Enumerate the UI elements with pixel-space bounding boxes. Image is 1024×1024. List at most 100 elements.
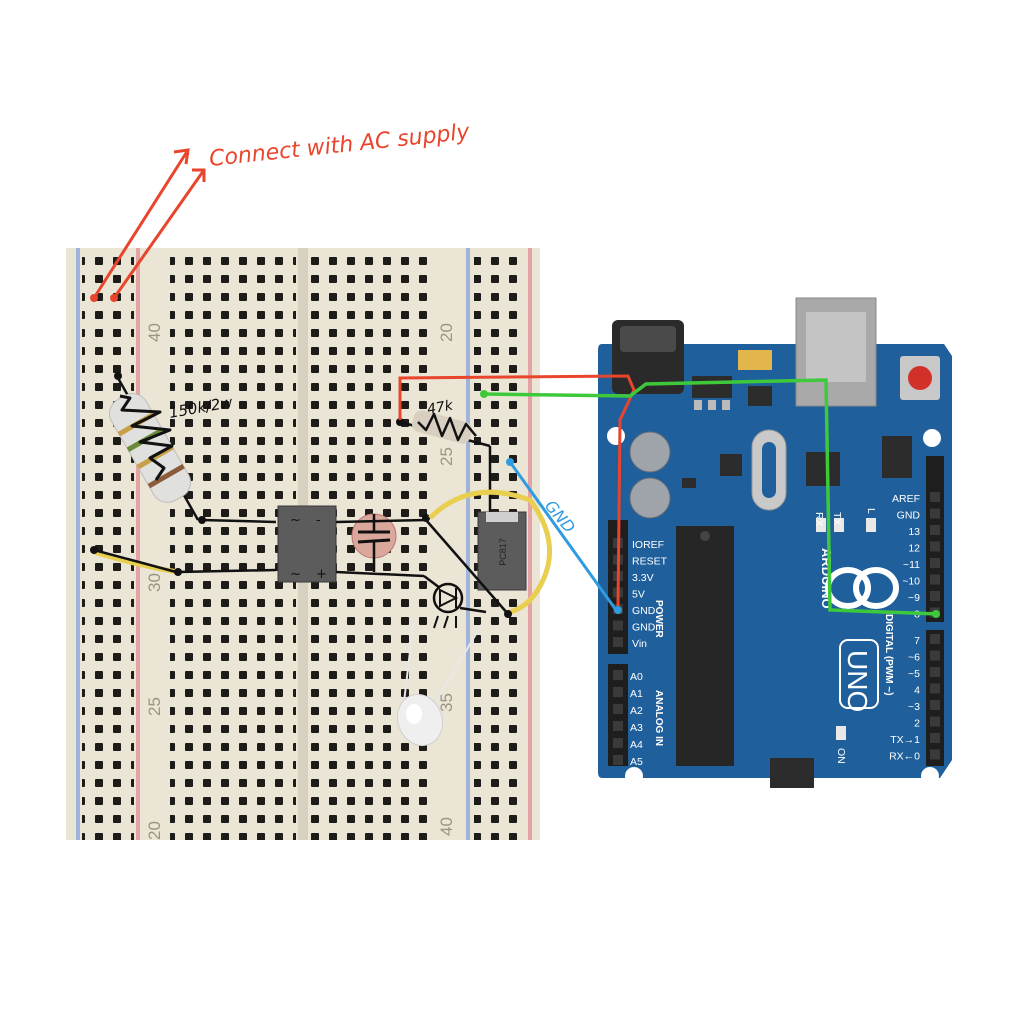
pin-label: A0	[630, 671, 643, 683]
svg-text:~: ~	[290, 513, 301, 528]
rail-stripe-blue-left	[76, 248, 80, 840]
rx-label: RX	[813, 512, 825, 527]
wire-end	[614, 606, 622, 614]
pin-label: A5	[630, 756, 643, 768]
wire-end	[174, 568, 182, 576]
atmega328-chip	[676, 526, 734, 766]
on-led	[836, 726, 846, 740]
svg-text:+: +	[316, 567, 327, 582]
rail-stripe-red-left	[136, 248, 140, 840]
pin-label: RESET	[632, 556, 668, 568]
gnd-wire	[508, 461, 618, 611]
left-power-rail	[82, 248, 134, 840]
pin-label: 12	[908, 543, 920, 555]
model-label: UNO	[842, 650, 873, 712]
header-pin-socket[interactable]	[930, 558, 940, 568]
pin-label: ~3	[908, 701, 920, 713]
mount-hole	[607, 427, 625, 445]
pin-label: ~10	[902, 576, 920, 588]
signal-wire	[483, 378, 939, 616]
wire-end	[506, 458, 514, 466]
header-pin-socket[interactable]	[613, 670, 623, 680]
pin-label: 4	[914, 685, 920, 697]
barrel-jack-top	[620, 326, 676, 352]
wire	[177, 568, 277, 574]
header-pin-socket[interactable]	[930, 541, 940, 552]
header-pin-socket[interactable]	[930, 525, 940, 535]
row-number: 35	[437, 693, 456, 712]
header-pin-socket[interactable]	[613, 704, 623, 714]
small-chip	[748, 386, 772, 406]
resistor-150k	[109, 372, 206, 524]
resistor-47k	[396, 410, 492, 514]
reset-button-cap[interactable]	[908, 366, 932, 390]
row-number: 20	[437, 323, 456, 342]
mount-hole	[625, 767, 643, 785]
chip-pin	[722, 400, 730, 410]
header-pin-socket[interactable]	[930, 683, 940, 694]
header-pin-socket[interactable]	[613, 721, 623, 731]
wire-end	[504, 610, 512, 618]
pin-label: A3	[630, 722, 643, 734]
svg-text:-: -	[316, 513, 321, 528]
wire	[93, 548, 177, 574]
header-pin-socket[interactable]	[930, 700, 940, 710]
optocoupler: PC817	[477, 511, 527, 591]
pin-label: 7	[914, 635, 920, 647]
header-pin-socket[interactable]	[613, 620, 623, 631]
header-pin-socket[interactable]	[613, 687, 623, 697]
wire	[335, 518, 427, 524]
header-pin-socket[interactable]	[930, 574, 940, 585]
row-number: 25	[145, 697, 164, 716]
pin-label: Vin	[632, 638, 647, 650]
pin-label: GND	[632, 622, 656, 634]
led-clear	[396, 617, 483, 747]
pin-label: 13	[908, 526, 920, 538]
pin-label: 2	[914, 718, 920, 730]
pin-label: A4	[630, 739, 643, 751]
header-pin-socket[interactable]	[613, 738, 623, 748]
crystal-inner	[762, 442, 776, 498]
capacitor	[629, 431, 671, 473]
pin-label: GND	[897, 510, 921, 522]
mount-hole	[921, 767, 939, 785]
mount-hole	[923, 429, 941, 447]
tx-label: TX	[831, 512, 843, 525]
pin-label: A2	[630, 705, 643, 717]
regulator-chip	[692, 376, 732, 398]
optocoupler-marking: PC817	[498, 538, 508, 566]
row-number: 40	[145, 323, 164, 342]
rail-stripe-blue-right	[466, 248, 470, 840]
header-pin-socket[interactable]	[930, 733, 940, 743]
left-terminal-strip	[170, 248, 296, 840]
usb-port-face	[806, 312, 866, 382]
pin-label: TX→1	[890, 734, 920, 746]
header-pin-socket[interactable]	[930, 667, 940, 677]
capacitor	[629, 477, 671, 519]
on-label: ON	[835, 748, 847, 764]
icsp-header	[882, 436, 912, 478]
header-pin-socket[interactable]	[930, 634, 940, 644]
header-pin-socket[interactable]	[930, 591, 940, 601]
pin-label: 5V	[632, 589, 645, 601]
pin-label: 3.3V	[632, 572, 654, 584]
header-pin-socket[interactable]	[930, 716, 940, 727]
header-pin-socket[interactable]	[613, 637, 623, 647]
pin-label: A1	[630, 688, 643, 700]
header-pin-socket[interactable]	[930, 508, 940, 519]
bridge-rectifier: ~ - ~ +	[277, 505, 337, 583]
usb-controller-chip	[806, 452, 840, 486]
l-led	[866, 518, 876, 532]
header-pin-socket[interactable]	[613, 755, 623, 765]
header-pin-socket[interactable]	[930, 492, 940, 502]
ceramic-capacitor	[351, 513, 397, 572]
pin-label: AREF	[892, 493, 920, 505]
zener-diode	[423, 575, 487, 629]
rail-stripe-red-right	[528, 248, 532, 840]
header-pin-socket[interactable]	[930, 650, 940, 661]
wire	[201, 518, 277, 524]
l-label: L	[865, 508, 877, 514]
pin-label: RX←0	[889, 751, 920, 763]
header-pin-socket[interactable]	[930, 749, 940, 760]
